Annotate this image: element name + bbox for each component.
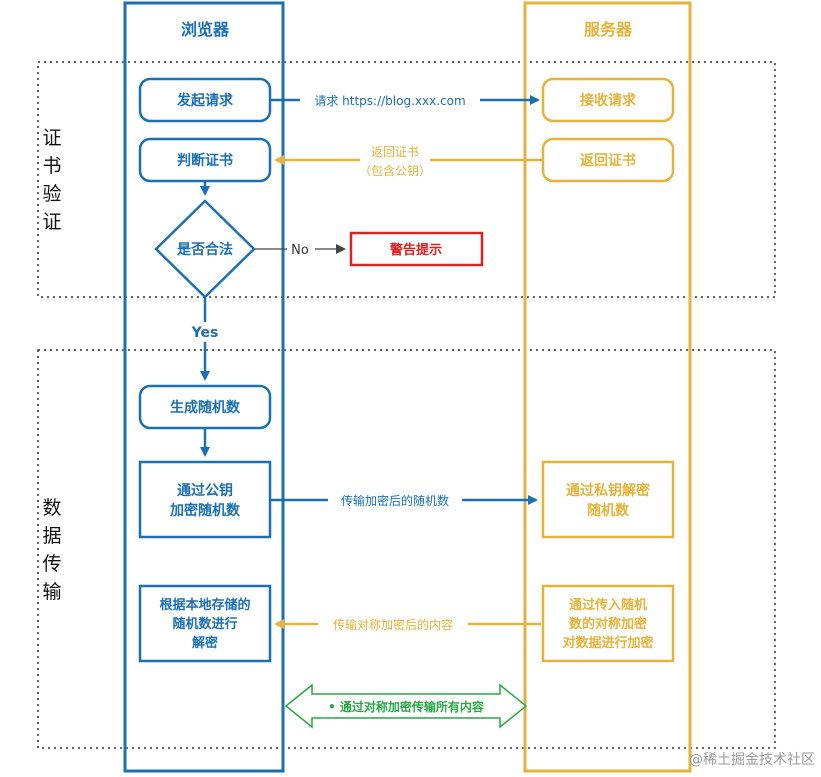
section-label-verify-3: 验 [42, 183, 61, 205]
node-is-valid [154, 199, 256, 299]
node-gen-random-label: 生成随机数 [170, 399, 241, 416]
section-label-transfer-4: 输 [42, 581, 61, 603]
edge-no-label: No [291, 243, 309, 258]
section-label-verify-2: 书 [42, 155, 61, 177]
server-lane-title: 服务器 [584, 20, 633, 39]
node-receive-request [541, 77, 675, 123]
section-label-verify-4: 证 [42, 211, 61, 233]
node-encrypt-sym-label-3: 对数据进行加密 [562, 635, 653, 651]
node-decrypt-private-label-2: 随机数 [587, 502, 630, 519]
edge-return-cert-label-1: 返回证书 [371, 145, 419, 159]
server-lane [523, 1, 692, 773]
section-label-transfer-2: 据 [42, 525, 61, 547]
browser-lane-title: 浏览器 [181, 20, 230, 39]
watermark: @稀土掘金技术社区 [689, 752, 815, 768]
node-decrypt-local [138, 584, 272, 663]
node-return-cert-label: 返回证书 [580, 152, 636, 169]
double-arrow [284, 683, 528, 729]
node-warning-label: 警告提示 [390, 242, 442, 258]
node-receive-request-label: 接收请求 [580, 92, 637, 109]
edge-send-encrypted-label: 传输加密后的随机数 [341, 493, 449, 508]
node-encrypt-random-label-2: 加密随机数 [169, 502, 241, 519]
node-gen-random [138, 384, 272, 430]
section-label-verify-1: 证 [42, 127, 61, 149]
node-is-valid-label: 是否合法 [177, 241, 233, 258]
node-check-cert [138, 137, 272, 183]
section-frame-transfer [37, 349, 776, 749]
node-encrypt-random [138, 460, 272, 539]
node-warning [349, 231, 484, 267]
node-send-request-label: 发起请求 [176, 92, 234, 109]
node-send-request [138, 77, 272, 123]
node-check-cert-label: 判断证书 [177, 152, 233, 169]
edge-send-sym-label: 传输对称加密后的内容 [333, 617, 453, 632]
edge-request-label: 请求 https://blog.xxx.com [314, 94, 465, 108]
node-encrypt-sym [541, 584, 675, 663]
edge-return-cert-label-2: （包含公钥） [359, 163, 431, 178]
browser-lane [123, 1, 285, 773]
node-encrypt-sym-label-1: 通过传入随机 [569, 597, 647, 613]
node-decrypt-private [541, 460, 675, 539]
node-encrypt-random-label-1: 通过公钥 [177, 482, 233, 499]
node-encrypt-sym-label-2: 数的对称加密 [569, 616, 647, 632]
node-return-cert [541, 137, 675, 183]
section-label-transfer-1: 数 [42, 497, 61, 519]
section-label-transfer-3: 传 [42, 553, 61, 575]
double-arrow-label: • 通过对称加密传输所有内容 [328, 699, 484, 714]
node-decrypt-local-label-1: 根据本地存储的 [159, 597, 250, 613]
node-decrypt-local-label-2: 随机数进行 [172, 616, 237, 632]
edge-yes-label: Yes [191, 325, 219, 341]
node-decrypt-private-label-1: 通过私钥解密 [566, 482, 650, 499]
node-decrypt-local-label-3: 解密 [191, 635, 218, 651]
